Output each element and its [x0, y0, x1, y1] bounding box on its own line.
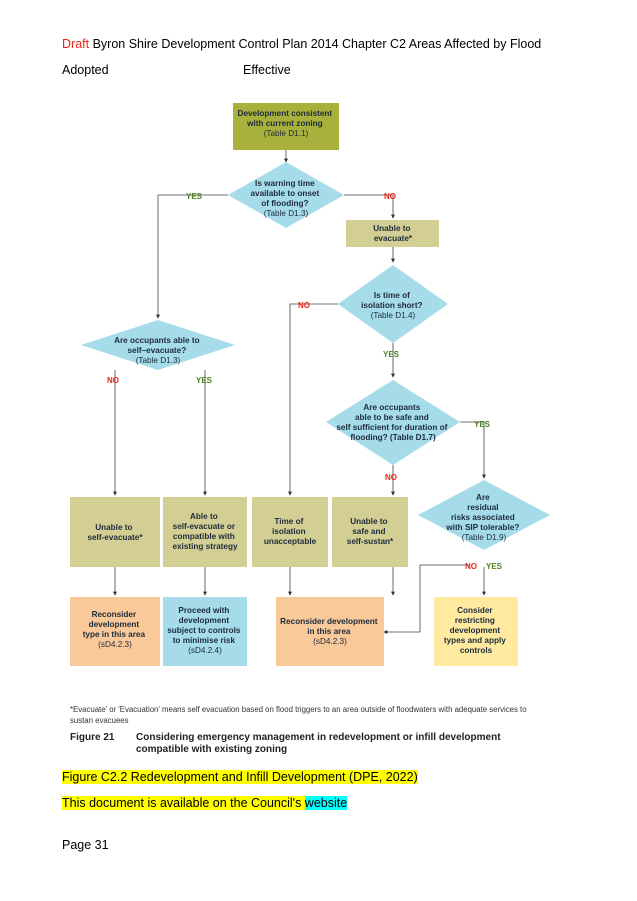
figure-caption-text: Considering emergency management in rede… [136, 732, 501, 755]
figure-reference: Figure C2.2 Redevelopment and Infill Dev… [62, 770, 418, 784]
figure-number: Figure 21 [70, 732, 115, 743]
unable-self-evacuate-box [70, 497, 160, 567]
flow-connectors [113, 150, 486, 634]
outcome-reconsider-area [276, 597, 384, 666]
unable-evacuate-box [346, 220, 439, 247]
isolation-short-text: Is time of isolation short? (Table D1.4) [361, 291, 425, 320]
yes-label-residual: YES [486, 562, 503, 571]
safe-self-sufficient-decision [326, 380, 460, 465]
availability-text: This document is available on the Counci… [62, 796, 305, 810]
yes-label-warning: YES [186, 192, 203, 201]
unable-safe-text: Unable to safe and self-sustan* [347, 517, 394, 546]
unable-evacuate-text: Unable to evacuate* [373, 224, 413, 243]
flowchart-footnote: *Evacuate' or 'Evacuation' means self ev… [70, 705, 527, 725]
warning-time-decision [228, 162, 344, 228]
no-label-isolation: NO [298, 301, 310, 310]
warning-time-text: Is warning time available to onset of fl… [251, 179, 322, 218]
website-link[interactable]: website [304, 796, 348, 810]
unable-safe-box [332, 497, 408, 567]
outcome-proceed [163, 597, 247, 666]
outcome-proceed-text: Proceed with development subject to cont… [167, 606, 243, 655]
residual-risk-decision [418, 480, 550, 550]
effective-label: Effective [243, 63, 291, 77]
page-number: Page 31 [62, 838, 109, 852]
figure-caption: Figure 21 Considering emergency managemen… [70, 732, 540, 756]
yes-label-safe: YES [474, 420, 491, 429]
draft-label: Draft [62, 37, 90, 51]
no-label-warning: NO [384, 192, 396, 201]
time-isolation-box [252, 497, 328, 567]
self-evacuate-text: Are occupants able to self–evacuate? (Ta… [114, 336, 202, 365]
document-header: Draft Byron Shire Development Control Pl… [62, 37, 541, 51]
outcome-consider-restricting [434, 597, 518, 666]
outcome-consider-restricting-text: Consider restricting development types a… [444, 606, 508, 655]
outcome-reconsider-type-text: Reconsider development type in this area… [83, 610, 148, 649]
adopted-label: Adopted [62, 63, 109, 77]
header-title: Byron Shire Development Control Plan 201… [92, 37, 542, 51]
time-isolation-text: Time of isolation unacceptable [264, 517, 317, 546]
self-evacuate-decision [81, 320, 235, 370]
residual-risk-text: Are residual risks associated with SIP t… [445, 493, 521, 542]
availability-line: This document is available on the Counci… [62, 796, 348, 810]
flowchart: Development consistent with current zoni… [70, 103, 550, 666]
figure-reference-text: Figure C2.2 Redevelopment and Infill Dev… [62, 770, 418, 784]
start-box-text: Development consistent with current zoni… [238, 109, 335, 138]
no-label-safe: NO [385, 473, 397, 482]
outcome-reconsider-type [70, 597, 160, 666]
start-box [233, 103, 339, 150]
able-self-evacuate-text: Able to self-evacuate or compatible with… [172, 512, 238, 551]
no-label-self-evacuate: NO [107, 376, 119, 385]
outcome-reconsider-area-text: Reconsider development in this area (sD4… [280, 617, 380, 646]
safe-self-sufficient-text: Are occupants able to be safe and self s… [336, 403, 449, 442]
no-label-residual: NO [465, 562, 477, 571]
unable-self-evacuate-text: Unable to self-evacuate* [87, 523, 143, 542]
yes-label-self-evacuate: YES [196, 376, 213, 385]
able-self-evacuate-box [163, 497, 247, 567]
isolation-short-decision [338, 265, 448, 343]
yes-label-isolation: YES [383, 350, 400, 359]
